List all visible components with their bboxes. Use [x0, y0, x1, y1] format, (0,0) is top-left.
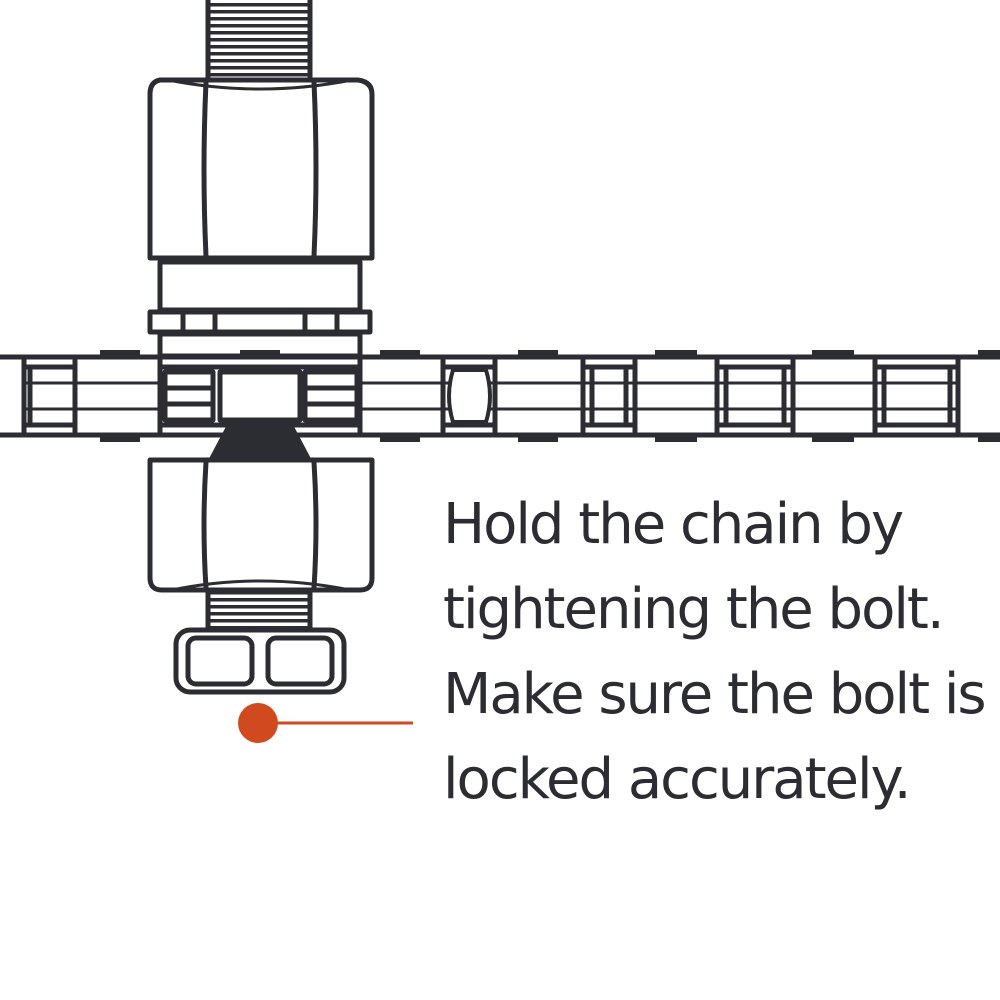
tool-cradle [157, 354, 363, 438]
instruction-line-1: Hold the chain by [443, 492, 904, 557]
tool-upper-body [147, 259, 373, 359]
callout-dot-icon [238, 703, 278, 743]
callout-pointer [238, 703, 413, 743]
lower-hex-nut [147, 457, 375, 593]
upper-hex-nut [147, 77, 375, 261]
clamp-wedge [207, 425, 313, 465]
instruction-text: Hold the chain by tightening the bolt. M… [443, 482, 993, 822]
lower-threaded-spindle [205, 589, 313, 633]
instruction-line-2: tightening the bolt. [443, 577, 945, 642]
t-handle-knob[interactable] [173, 627, 347, 695]
roller-chain [0, 350, 1000, 442]
instruction-line-4: locked accurately. [443, 747, 912, 812]
upper-threaded-spindle [205, 0, 313, 83]
instruction-line-3: Make sure the bolt is [443, 662, 987, 727]
